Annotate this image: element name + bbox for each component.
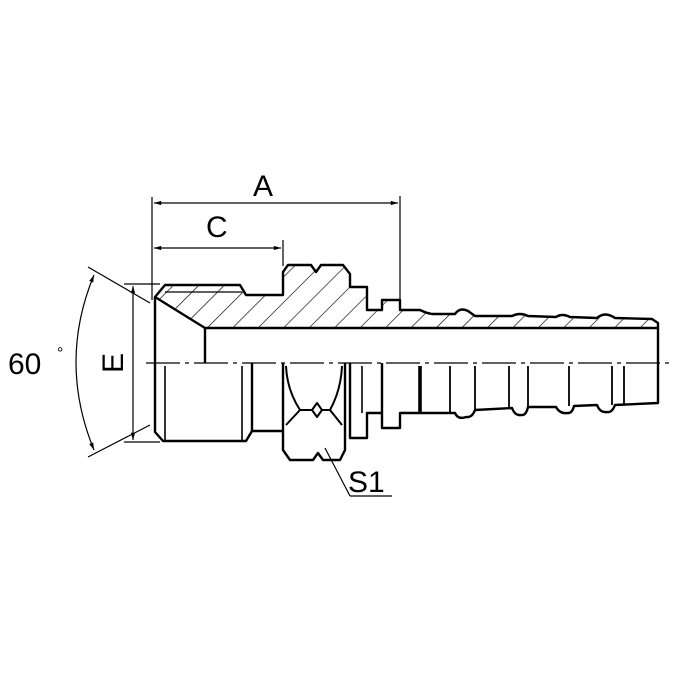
tail-bottom [420, 328, 660, 420]
label-cone-angle: 60 [8, 348, 42, 381]
degree-symbol: ° [57, 345, 64, 362]
hex-body [281, 363, 347, 462]
left-face [153, 297, 254, 443]
hex-upper-arc-left [285, 365, 301, 426]
label-dimension-e: E [97, 352, 131, 374]
collar [348, 363, 382, 440]
hex-upper-arc-right [329, 365, 343, 426]
section-body [153, 263, 660, 330]
label-dimension-c: C [206, 211, 228, 244]
dimension-a [151, 196, 401, 300]
label-dimension-a: A [253, 170, 274, 203]
hex-diamond-mark [311, 402, 323, 418]
view-lower [153, 297, 660, 462]
label-hex-s1: S1 [348, 466, 385, 499]
dimension-cone-angle [75, 266, 151, 458]
dimension-e [124, 283, 160, 443]
dimension-c [154, 240, 284, 266]
bump [380, 363, 420, 430]
section-upper [153, 263, 660, 330]
leader-s1 [324, 447, 392, 497]
